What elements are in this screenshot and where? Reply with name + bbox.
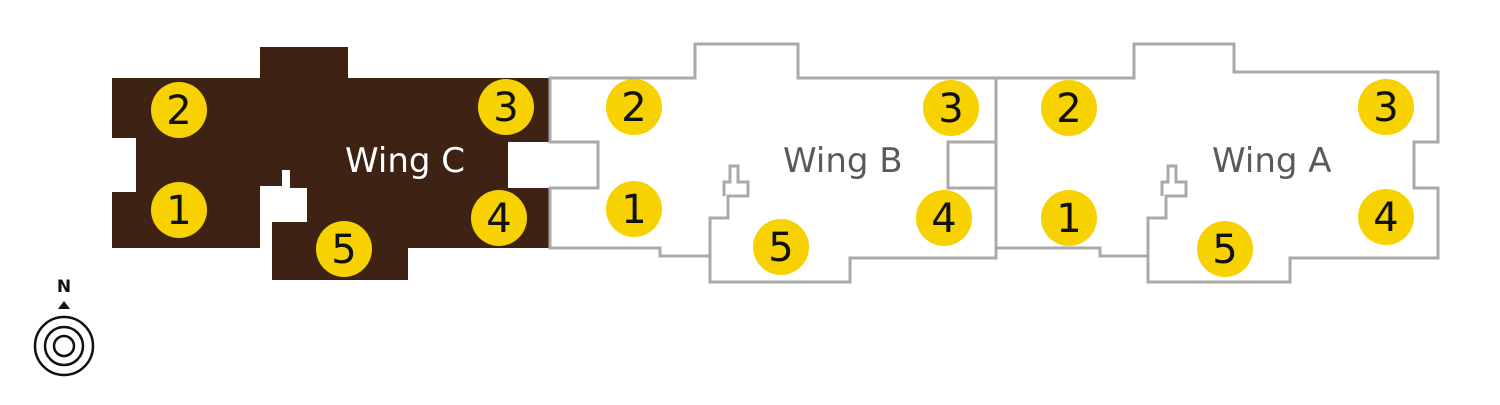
wing-c-unit-4-label: 4 [486, 196, 511, 242]
wing-c-unit-2-marker[interactable]: 2 [151, 82, 207, 138]
wing-c-unit-5-marker[interactable]: 5 [316, 221, 372, 277]
north-compass-icon: N [33, 277, 95, 377]
wing-b-unit-1-marker[interactable]: 1 [606, 181, 662, 237]
wing-c-unit-1-marker[interactable]: 1 [151, 182, 207, 238]
wing-b-unit-2-label: 2 [621, 85, 646, 131]
wing-c-unit-1-label: 1 [166, 188, 191, 234]
wing-a-unit-3-marker[interactable]: 3 [1358, 79, 1414, 135]
wing-a-shape [994, 42, 1440, 284]
wing-b-unit-5-marker[interactable]: 5 [753, 219, 809, 275]
wing-b-unit-4-label: 4 [931, 196, 956, 242]
wing-b-unit-2-marker[interactable]: 2 [606, 79, 662, 135]
wing-b-unit-1-label: 1 [621, 187, 646, 233]
wing-c[interactable]: Wing C [112, 47, 550, 280]
wing-b-unit-5-label: 5 [768, 225, 793, 271]
wing-a-unit-4-label: 4 [1373, 195, 1398, 241]
wing-a-unit-4-marker[interactable]: 4 [1358, 189, 1414, 245]
wing-a-unit-2-marker[interactable]: 2 [1041, 80, 1097, 136]
wing-c-label: Wing C [345, 141, 465, 181]
wing-c-unit-3-marker[interactable]: 3 [478, 79, 534, 135]
compass-north-label: N [57, 277, 71, 297]
wing-a[interactable]: Wing A [994, 42, 1440, 284]
wing-b-unit-3-label: 3 [938, 86, 963, 132]
wing-b-unit-4-marker[interactable]: 4 [916, 190, 972, 246]
wing-b-stair-inset [708, 164, 750, 256]
wing-c-unit-5-label: 5 [331, 227, 356, 273]
wing-a-unit-1-label: 1 [1056, 196, 1081, 242]
wing-c-shape [112, 47, 550, 280]
wing-a-stair-inset [1146, 164, 1188, 256]
wing-c-unit-3-label: 3 [493, 85, 518, 131]
wing-a-unit-1-marker[interactable]: 1 [1041, 190, 1097, 246]
wing-b-label: Wing B [783, 141, 903, 181]
wing-a-unit-3-label: 3 [1373, 85, 1398, 131]
wing-a-unit-5-label: 5 [1212, 227, 1237, 273]
wing-c-unit-4-marker[interactable]: 4 [471, 190, 527, 246]
wing-a-unit-5-marker[interactable]: 5 [1197, 221, 1253, 277]
wing-b-unit-3-marker[interactable]: 3 [923, 80, 979, 136]
wing-c-unit-2-label: 2 [166, 88, 191, 134]
wing-a-label: Wing A [1212, 141, 1332, 181]
wing-a-unit-2-label: 2 [1056, 86, 1081, 132]
